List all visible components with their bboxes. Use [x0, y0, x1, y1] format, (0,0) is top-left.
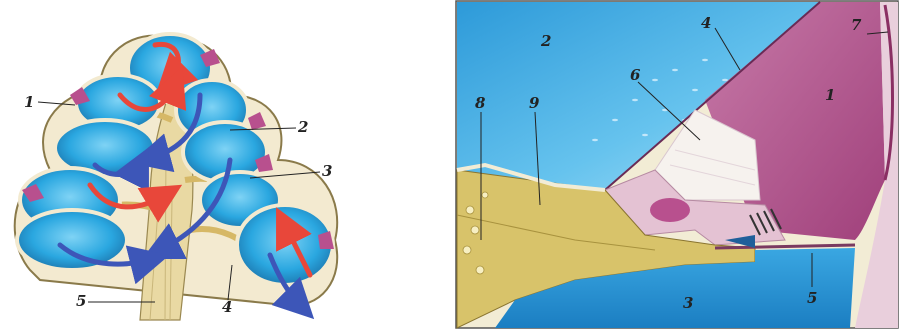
label-4: 4 — [222, 298, 232, 316]
label-2: 2 — [297, 118, 308, 136]
cochlea-section-figure: 1 2 3 4 5 — [0, 0, 445, 329]
cochlear-duct-figure: 1 2 3 4 5 6 7 8 9 — [455, 0, 899, 329]
label-7: 7 — [851, 16, 862, 34]
label-5: 5 — [807, 289, 817, 307]
label-3: 3 — [683, 294, 693, 312]
label-5: 5 — [76, 292, 86, 310]
cochlea-section-drawing: 1 2 3 4 5 — [0, 0, 445, 329]
label-3: 3 — [322, 162, 332, 180]
label-6: 6 — [630, 66, 641, 84]
label-2: 2 — [540, 32, 551, 50]
label-8: 8 — [475, 94, 486, 112]
label-9: 9 — [529, 94, 540, 112]
cochlear-duct-drawing: 1 2 3 4 5 6 7 8 9 — [455, 0, 899, 329]
label-1: 1 — [825, 86, 835, 104]
label-4: 4 — [701, 14, 711, 32]
label-1: 1 — [24, 93, 34, 111]
